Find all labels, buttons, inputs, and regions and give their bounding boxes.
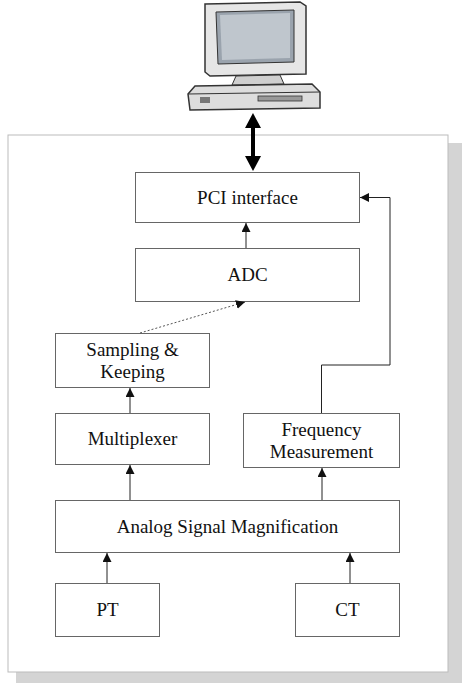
multiplexer-box: Multiplexer (55, 413, 210, 465)
signal-arrow (107, 553, 108, 583)
signal-arrow (130, 465, 131, 500)
adc-box: ADC (135, 248, 360, 302)
frequency-box: Frequency Measurement (243, 413, 400, 468)
computer-illustration (188, 2, 320, 110)
box-label: PCI interface (197, 187, 298, 209)
box-label: CT (335, 599, 359, 621)
signal-arrow (140, 302, 245, 333)
box-label: ADC (227, 264, 267, 286)
interface-box: PCI interface (135, 172, 360, 223)
signal-arrow (322, 198, 391, 414)
amplifier-box: Analog Signal Magnification (55, 500, 400, 553)
signal-arrow (322, 468, 323, 500)
box-label: Frequency Measurement (250, 419, 393, 463)
box-label: PT (96, 599, 118, 621)
signal-arrow (130, 388, 131, 413)
ct-box: CT (295, 583, 400, 637)
pt-box: PT (55, 583, 160, 637)
bus-double-arrow (245, 113, 261, 171)
box-label: Multiplexer (88, 428, 178, 450)
sample-hold-box: Sampling & Keeping (55, 333, 210, 388)
box-label: Analog Signal Magnification (117, 516, 339, 538)
box-label: Sampling & Keeping (62, 339, 203, 383)
signal-arrow (246, 223, 247, 248)
signal-arrow (350, 553, 351, 583)
board-panel (8, 135, 448, 672)
